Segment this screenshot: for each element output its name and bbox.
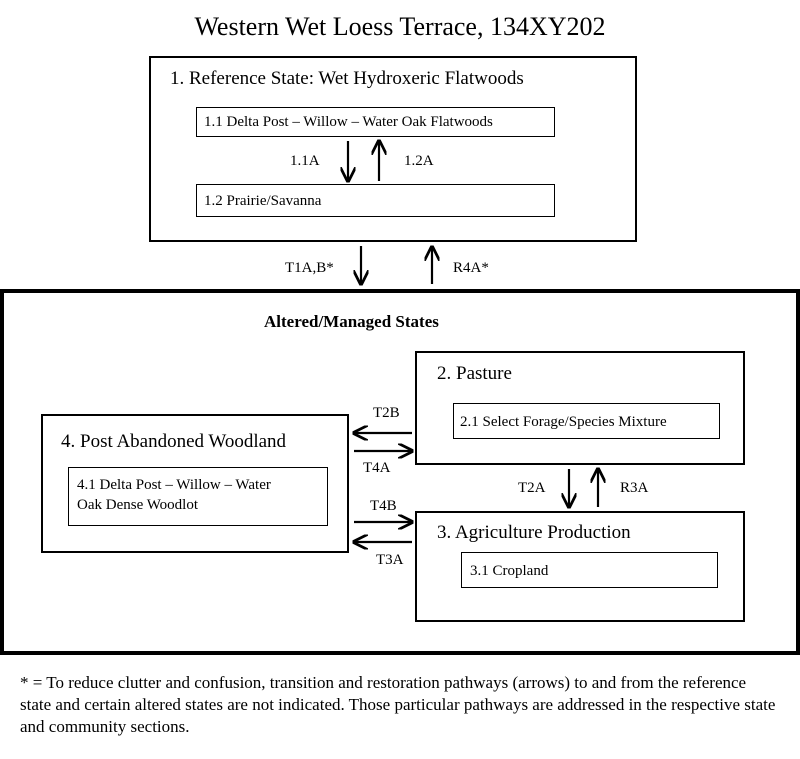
- pathway-1-1A-label: 1.1A: [290, 153, 320, 169]
- pasture-state-title: 2. Pasture: [437, 363, 512, 384]
- pathway-1-2A-label: 1.2A: [404, 153, 434, 169]
- diagram-title: Western Wet Loess Terrace, 134XY202: [194, 12, 606, 41]
- community-4-1-label-line2: Oak Dense Woodlot: [77, 497, 198, 513]
- community-1-2-box: [196, 184, 555, 217]
- woodland-state-title: 4. Post Abandoned Woodland: [61, 431, 287, 452]
- community-3-1-label: 3.1 Cropland: [470, 563, 549, 579]
- reference-state-title: 1. Reference State: Wet Hydroxeric Flatw…: [170, 68, 524, 89]
- transition-T3A-label: T3A: [376, 552, 404, 568]
- transition-T4A-label: T4A: [363, 460, 391, 476]
- transition-T4B-label: T4B: [370, 498, 397, 514]
- community-1-2-label: 1.2 Prairie/Savanna: [204, 193, 322, 209]
- transition-T1AB-label: T1A,B*: [285, 260, 334, 276]
- community-2-1-label: 2.1 Select Forage/Species Mixture: [460, 414, 667, 430]
- transition-T2A-label: T2A: [518, 480, 546, 496]
- footnote: * = To reduce clutter and confusion, tra…: [20, 673, 776, 736]
- altered-managed-title: Altered/Managed States: [264, 312, 439, 331]
- agriculture-state-title: 3. Agriculture Production: [437, 522, 631, 543]
- community-4-1-label-line1: 4.1 Delta Post – Willow – Water: [77, 477, 271, 493]
- transition-T2B-label: T2B: [373, 405, 400, 421]
- restoration-R3A-label: R3A: [620, 480, 649, 496]
- restoration-R4A-label: R4A*: [453, 260, 489, 276]
- community-3-1-box: [461, 552, 718, 588]
- community-1-1-label: 1.1 Delta Post – Willow – Water Oak Flat…: [204, 114, 493, 130]
- community-4-1-box: [68, 467, 328, 526]
- community-1-1-box: [196, 107, 555, 137]
- community-2-1-box: [453, 403, 720, 439]
